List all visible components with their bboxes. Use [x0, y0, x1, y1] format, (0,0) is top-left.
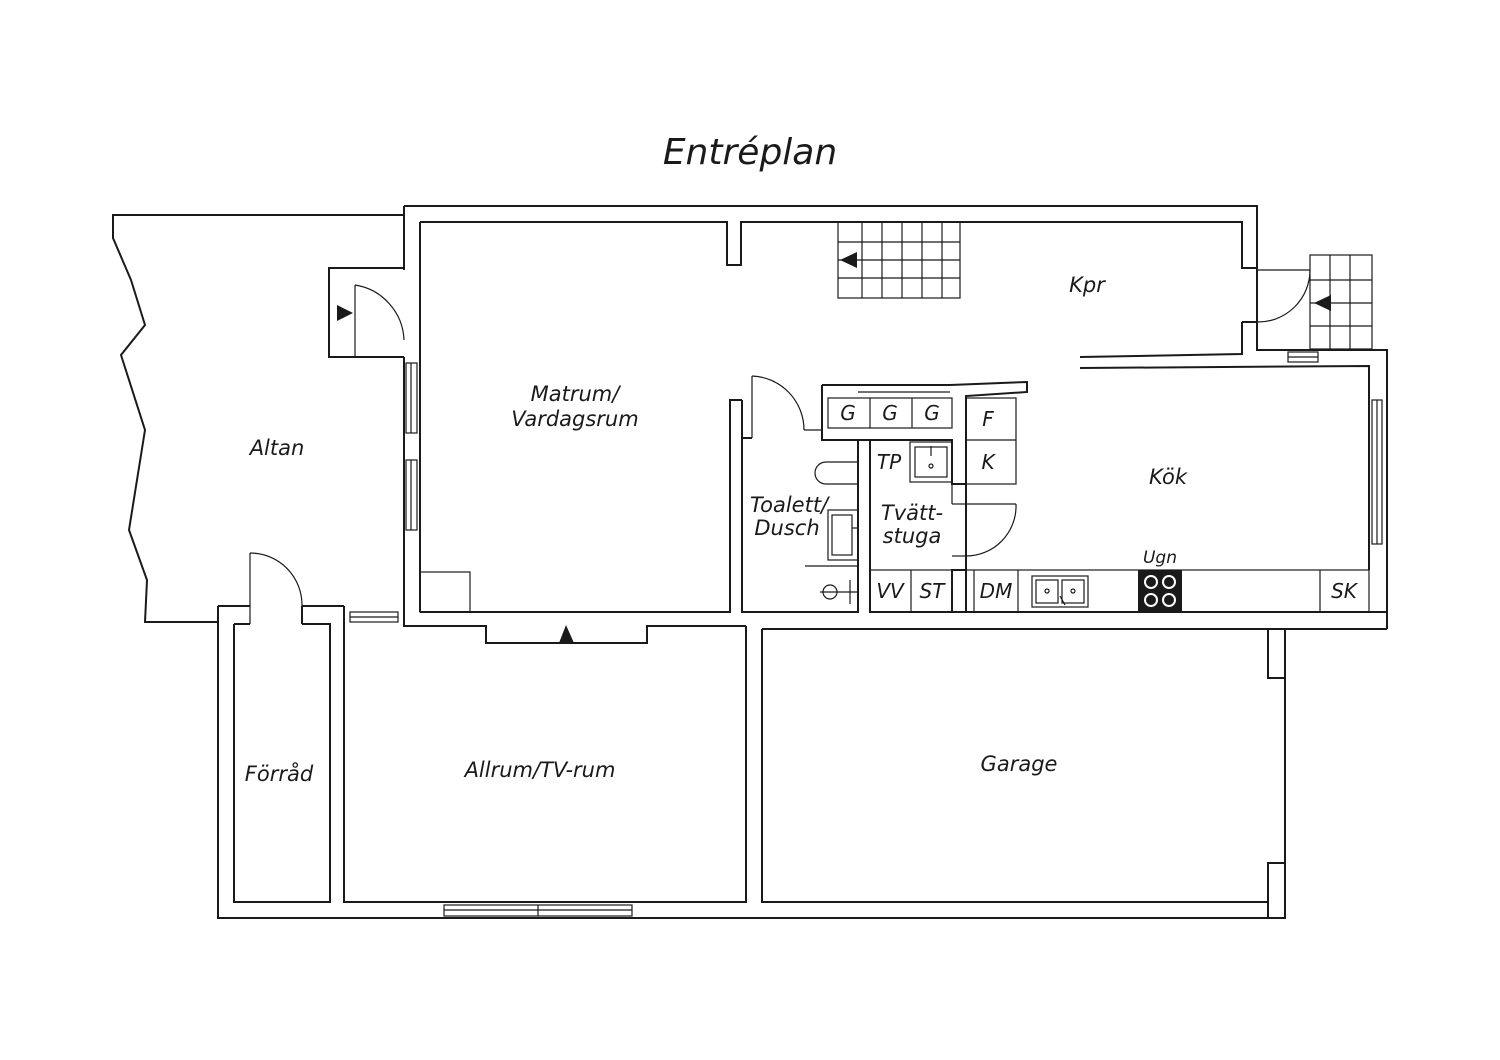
freezer-label: F [982, 407, 994, 431]
altan-label: Altan [248, 436, 305, 460]
kpr-side-door [1242, 254, 1373, 363]
altan-outline [112, 214, 405, 623]
dm-label: DM [980, 579, 1013, 603]
garage-label: Garage [981, 752, 1058, 776]
plan-title: Entréplan [662, 132, 838, 173]
kpr-label: Kpr [1069, 273, 1106, 297]
altan-entry-door [328, 267, 405, 358]
allrum-door-arrow-icon [559, 625, 574, 643]
vv-label: VV [876, 579, 905, 603]
matrum-label-line2: Vardagsrum [511, 407, 638, 431]
forrad-label: Förråd [245, 761, 314, 786]
lower-walls [217, 552, 1387, 919]
kitchen-counter [965, 569, 1370, 613]
kok-walls [1079, 322, 1387, 679]
toalett-label-line2: Dusch [754, 516, 819, 540]
wardrobe-label-1: G [840, 401, 856, 425]
side-stairs-arrow-icon [1314, 295, 1331, 311]
toalett-walls [741, 375, 859, 613]
tvatt-label-line1: Tvätt- [881, 501, 943, 525]
stairs-arrow-icon [840, 252, 857, 268]
entry-arrow-icon [337, 305, 353, 321]
wardrobe-label-3: G [924, 401, 940, 425]
tp-label: TP [877, 450, 902, 474]
kok-label: Kök [1149, 465, 1188, 489]
ugn-label: Ugn [1143, 548, 1177, 568]
st-label: ST [920, 579, 947, 603]
house-walls [349, 205, 1388, 644]
wardrobe-label-2: G [882, 401, 898, 425]
fridge-label: K [981, 450, 996, 474]
stove-icon [1138, 570, 1182, 612]
toalett-label-line1: Toalett/ [750, 493, 830, 517]
matrum-label-line1: Matrum/ [531, 382, 622, 406]
wardrobes [827, 397, 953, 429]
pantry-block [822, 380, 1028, 612]
sk-label: SK [1331, 579, 1359, 603]
stairs-main [837, 221, 961, 299]
allrum-label: Allrum/TV-rum [463, 758, 616, 782]
tvatt-label-line2: stuga [883, 524, 942, 548]
